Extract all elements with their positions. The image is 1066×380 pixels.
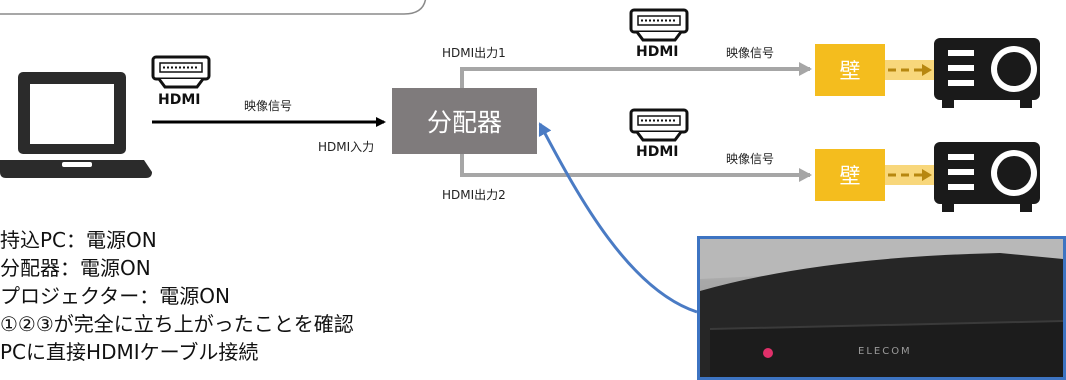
output1-port-label: HDMI出力1 bbox=[442, 46, 506, 60]
device-brand-label: ELECOM bbox=[858, 346, 912, 357]
power-led-icon bbox=[763, 348, 773, 358]
laptop-icon bbox=[0, 72, 152, 178]
projector-icon-2 bbox=[934, 142, 1040, 212]
step-4: ①②③が完全に立ち上がったことを確認 bbox=[0, 312, 354, 336]
output1-signal-label: 映像信号 bbox=[726, 46, 775, 60]
splitter-box: 分配器 bbox=[392, 88, 537, 154]
output2-arrow bbox=[460, 154, 812, 182]
step-5: PCに直接HDMIケーブル接続 bbox=[0, 340, 259, 364]
step-2: 分配器：電源ON bbox=[0, 256, 151, 280]
splitter-device-photo bbox=[697, 236, 1066, 380]
device-illustration bbox=[700, 239, 1063, 377]
wall-2: 壁 bbox=[815, 149, 885, 201]
steps-list: 持込PC：電源ON 分配器：電源ON プロジェクター：電源ON ①②③が完全に立… bbox=[0, 226, 354, 366]
step-3: プロジェクター：電源ON bbox=[0, 284, 230, 308]
hdmi-label-output1: HDMI bbox=[636, 44, 679, 60]
wall-2-label: 壁 bbox=[839, 164, 861, 188]
wall-1-label: 壁 bbox=[839, 59, 861, 83]
hdmi-label-output2: HDMI bbox=[636, 144, 679, 160]
input-signal-label: 映像信号 bbox=[244, 99, 293, 113]
hdmi-icon-output2 bbox=[629, 108, 689, 142]
hdmi-icon-input bbox=[151, 55, 211, 89]
callout-border bbox=[0, 0, 427, 15]
photo-link-arrow bbox=[538, 122, 698, 314]
output1-arrow bbox=[460, 62, 812, 88]
input-port-label: HDMI入力 bbox=[318, 140, 375, 154]
hdmi-icon-output1 bbox=[629, 8, 689, 42]
projector-icon-1 bbox=[934, 38, 1040, 108]
splitter-label: 分配器 bbox=[426, 108, 502, 137]
output2-port-label: HDMI出力2 bbox=[442, 188, 506, 202]
output2-signal-label: 映像信号 bbox=[726, 152, 775, 166]
hdmi-label-input: HDMI bbox=[158, 92, 201, 108]
step-1: 持込PC：電源ON bbox=[0, 228, 157, 252]
wall-1: 壁 bbox=[815, 44, 885, 96]
